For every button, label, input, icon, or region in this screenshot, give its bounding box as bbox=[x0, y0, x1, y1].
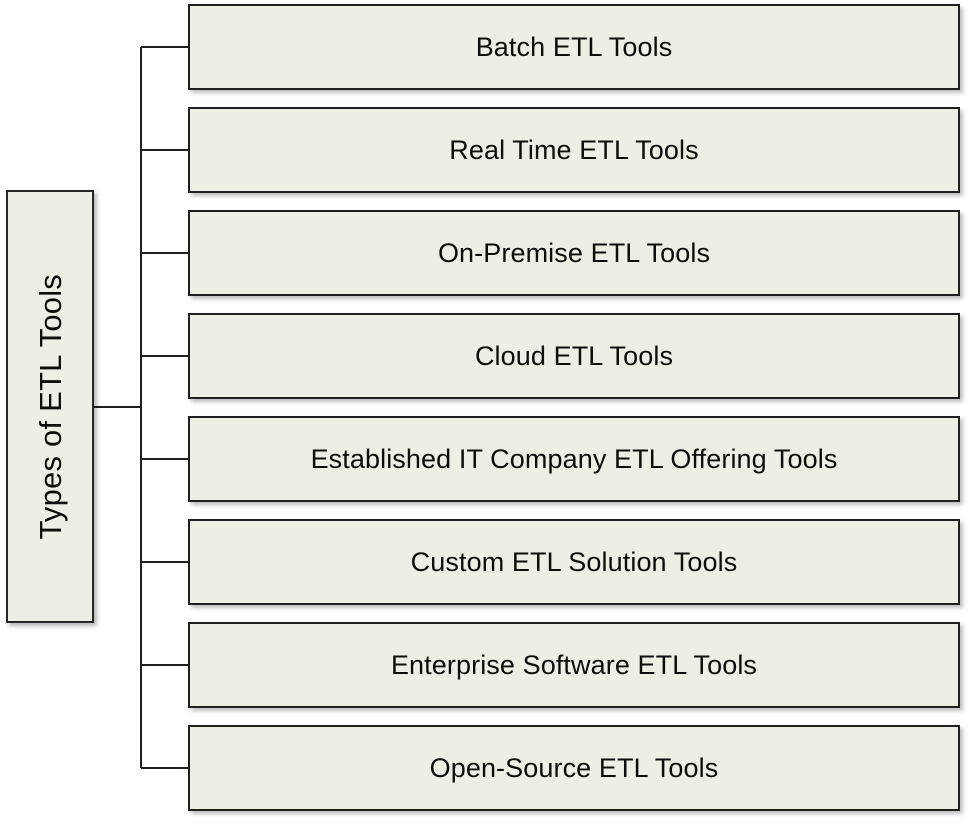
child-node-label: On-Premise ETL Tools bbox=[437, 237, 711, 268]
child-node-label: Cloud ETL Tools bbox=[474, 340, 674, 371]
child-node-5[interactable]: Established IT Company ETL Offering Tool… bbox=[188, 416, 960, 502]
child-node-label: Custom ETL Solution Tools bbox=[410, 546, 738, 577]
child-node-label: Established IT Company ETL Offering Tool… bbox=[310, 443, 838, 474]
child-node-label: Real Time ETL Tools bbox=[449, 134, 699, 165]
child-node-3[interactable]: On-Premise ETL Tools bbox=[188, 210, 960, 296]
child-node-7[interactable]: Enterprise Software ETL Tools bbox=[188, 622, 960, 708]
child-node-label: Enterprise Software ETL Tools bbox=[390, 649, 758, 680]
child-node-2[interactable]: Real Time ETL Tools bbox=[188, 107, 960, 193]
child-node-8[interactable]: Open-Source ETL Tools bbox=[188, 725, 960, 811]
child-node-6[interactable]: Custom ETL Solution Tools bbox=[188, 519, 960, 605]
root-node-label: Types of ETL Tools bbox=[32, 273, 68, 540]
child-node-4[interactable]: Cloud ETL Tools bbox=[188, 313, 960, 399]
child-node-label: Batch ETL Tools bbox=[475, 31, 673, 62]
child-node-1[interactable]: Batch ETL Tools bbox=[188, 4, 960, 90]
root-node[interactable]: Types of ETL Tools bbox=[6, 190, 94, 623]
child-node-label: Open-Source ETL Tools bbox=[429, 752, 719, 783]
